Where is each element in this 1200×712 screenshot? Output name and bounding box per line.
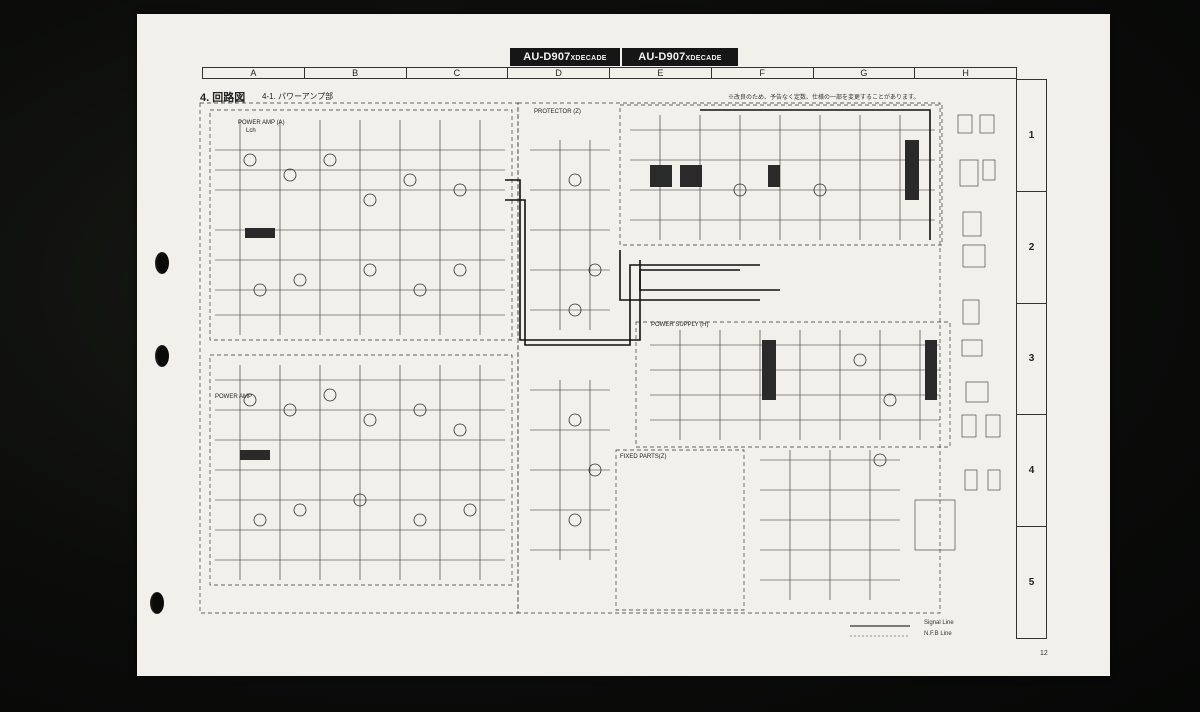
legend-nfb-line: N.F.B Line <box>924 631 952 637</box>
section-title: 4. 回路図 <box>200 92 246 104</box>
column-index-strip: A B C D E F G H <box>202 67 1017 79</box>
section-subtitle: 4-1. パワーアンプ部 <box>262 92 334 101</box>
column-label: H <box>962 68 969 78</box>
row-index-strip: 1 2 3 4 5 <box>1016 79 1047 639</box>
model-badge-left: AU-D907XDECADE <box>510 48 620 66</box>
row-label: 1 <box>1017 80 1046 192</box>
column-label: F <box>712 68 814 78</box>
column-label: C <box>407 68 509 78</box>
column-label: D <box>508 68 610 78</box>
column-label: G <box>814 68 916 78</box>
block-label-lch: Lch <box>246 128 256 134</box>
model-suffix-left: XDECADE <box>570 55 607 62</box>
row-label: 3 <box>1017 304 1046 416</box>
power-supply-outline <box>635 321 951 448</box>
block-label-power-amp-l: POWER AMP (A) <box>238 120 285 126</box>
block-label-power-supply: POWER SUPPLY (H) <box>651 322 709 328</box>
row-label: 5 <box>1028 577 1035 589</box>
legend-lines <box>850 625 910 637</box>
power-amp-lch-outline <box>209 109 513 341</box>
model-badge-right: AU-D907XDECADE <box>622 48 738 66</box>
block-label-power-amp-r: POWER AMP <box>215 394 253 400</box>
row-label: 2 <box>1017 192 1046 304</box>
model-suffix-right: XDECADE <box>685 55 722 62</box>
model-name-left: AU-D907 <box>523 51 571 63</box>
binder-hole-bottom <box>150 592 164 614</box>
fixed-parts-outline <box>615 449 745 611</box>
column-label: A <box>203 68 305 78</box>
column-label: B <box>305 68 407 78</box>
row-label: 4 <box>1017 415 1046 528</box>
parts-legend <box>914 114 1001 551</box>
block-outlines <box>199 102 951 614</box>
binder-hole-top <box>155 252 169 274</box>
page-number: 12 <box>1040 650 1048 657</box>
block-label-protector: PROTECTOR (Z) <box>534 109 581 115</box>
transistor-symbols <box>243 153 897 527</box>
column-label: E <box>610 68 712 78</box>
protector-outline <box>517 102 941 614</box>
power-amp-rch-outline <box>209 354 513 586</box>
protector-inner-outline <box>619 104 943 246</box>
legend-signal-line: Signal Line <box>924 620 954 626</box>
circuit-traces <box>215 115 940 600</box>
power-amp-outline <box>199 102 519 614</box>
binder-hole-middle <box>155 345 169 367</box>
model-name-right: AU-D907 <box>638 51 686 63</box>
revision-note: ※改良のため、予告なく定数、仕様の一部を変更することがあります。 <box>728 95 920 101</box>
component-blocks <box>240 140 937 460</box>
signal-bus-lines <box>505 109 931 346</box>
block-label-fixed-parts: FIXED PARTS(Z) <box>620 454 667 460</box>
